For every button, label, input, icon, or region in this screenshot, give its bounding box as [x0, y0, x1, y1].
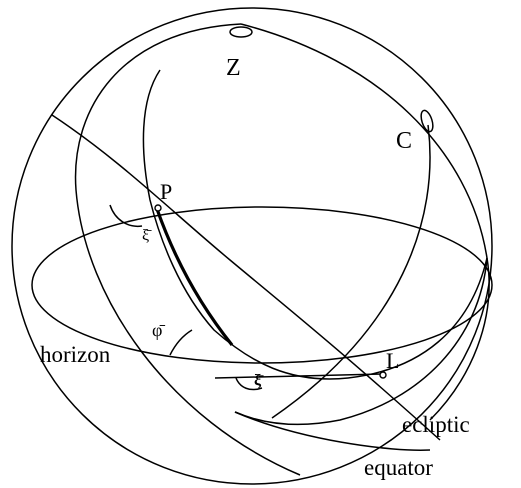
zenith-marker [229, 26, 253, 38]
label-c: C [396, 128, 412, 154]
label-equator: equator [364, 455, 433, 480]
label-ecliptic: ecliptic [402, 412, 470, 437]
angle-label-xi-p: ξ̄ [142, 227, 152, 244]
point-l-dot [379, 371, 387, 379]
sphere-outline [11, 7, 493, 485]
point-p-dot [154, 204, 162, 212]
equator-circle [234, 257, 488, 426]
label-l: L [386, 348, 399, 373]
label-z: Z [226, 55, 241, 81]
horizon-line-at-l [214, 373, 385, 379]
angle-arc-low [235, 377, 263, 391]
hour-circle [51, 114, 441, 441]
label-horizon: horizon [40, 342, 111, 367]
label-p: P [160, 179, 172, 204]
angle-label-xi-low: ξ̄ [254, 372, 264, 389]
meridian-arc-right [240, 23, 490, 421]
ecliptic-circle [142, 69, 488, 380]
pole-c-marker [420, 109, 434, 133]
angle-arc-phi [169, 329, 193, 356]
vertical-circle-c [271, 124, 431, 419]
thick-segment [155, 208, 234, 346]
equator-lower-arc [234, 411, 431, 451]
meridian-arc-left [74, 23, 301, 476]
angle-arc-p [109, 204, 143, 228]
angle-label-phi: φ̄ [152, 320, 165, 340]
